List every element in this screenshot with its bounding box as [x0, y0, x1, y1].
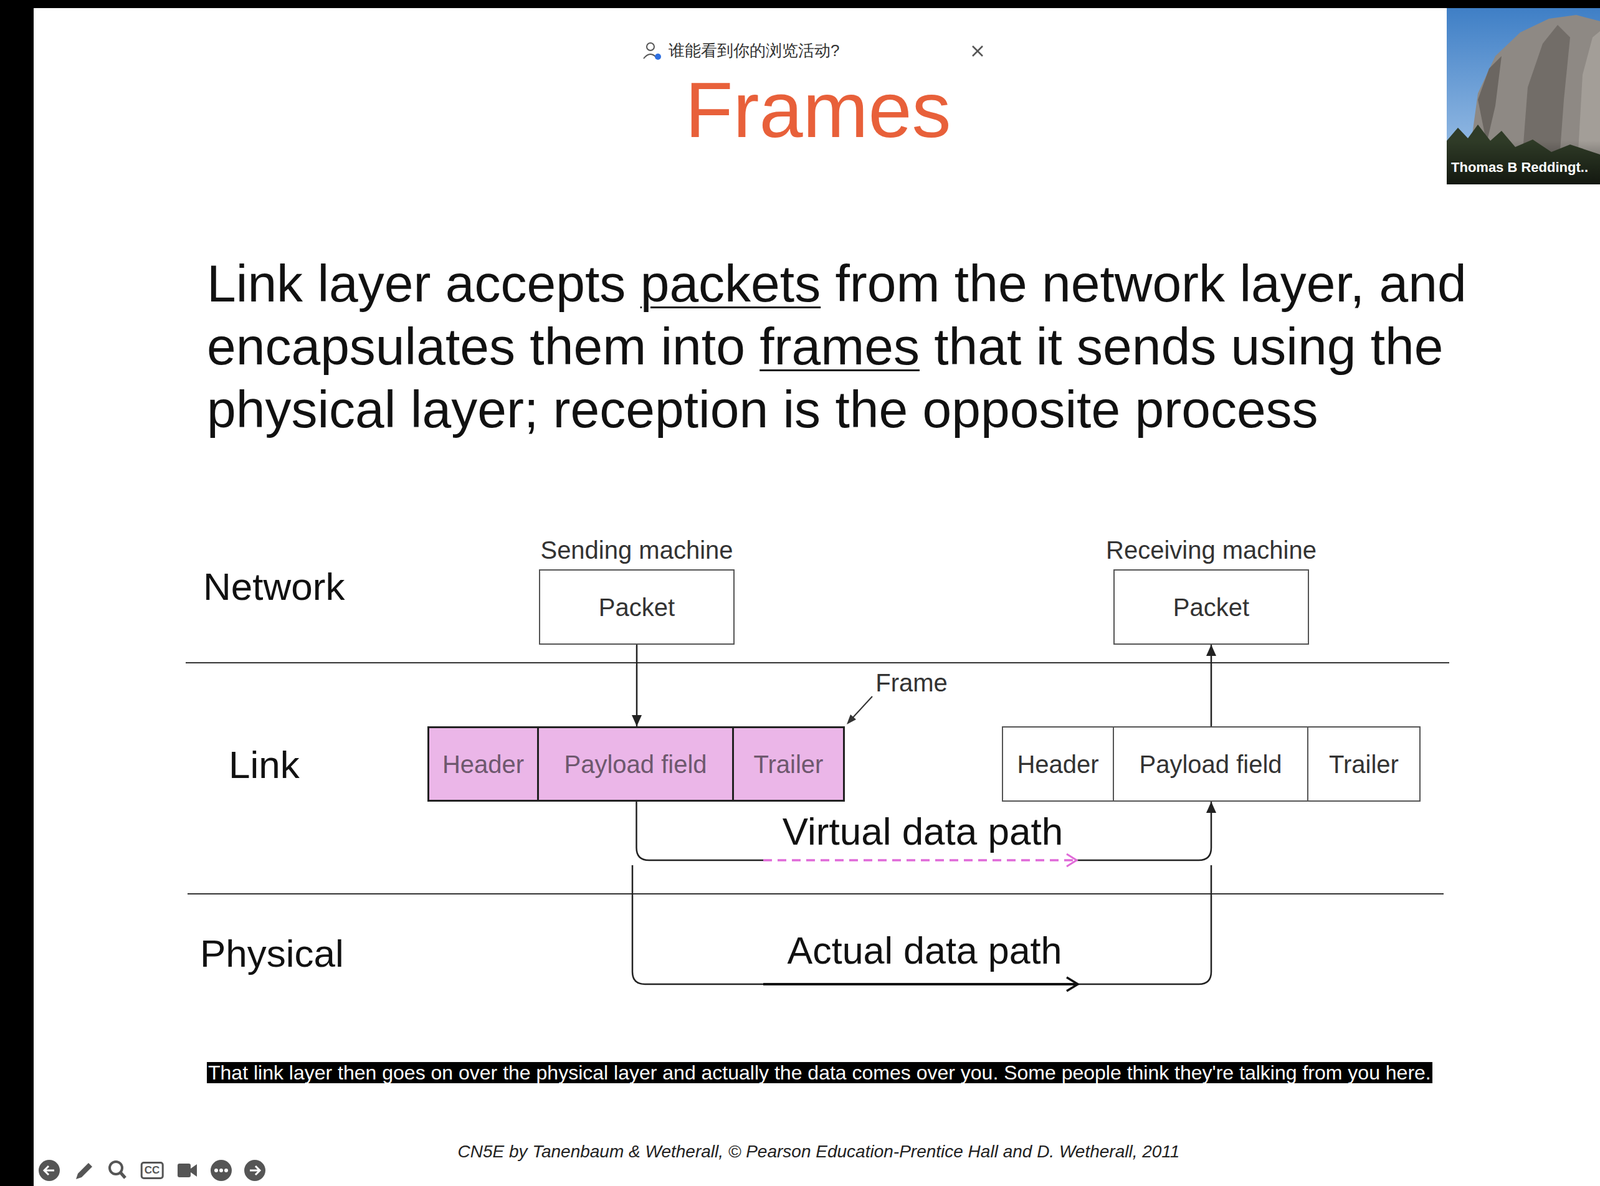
arrowhead: [1206, 801, 1217, 814]
more-icon: [210, 1160, 232, 1182]
callout-label: Frame: [875, 669, 948, 697]
box-text: Header: [1016, 750, 1099, 779]
body-text-part: Link layer accepts: [206, 254, 626, 313]
pen-icon: [76, 1163, 93, 1180]
box-label: Header: [1016, 750, 1099, 779]
frame-field: Header: [1001, 726, 1115, 802]
box-label: Trailer: [753, 750, 824, 779]
presenter-thumbnail: [1446, 8, 1600, 185]
box-text: Trailer: [753, 750, 824, 779]
edge-label-wrap: Virtual data path: [778, 809, 1067, 854]
layer-name: Link: [228, 743, 300, 787]
actual-path-bracket: [632, 865, 1212, 985]
frame-field: Trailer: [733, 726, 845, 802]
machine-heading: Sending machine: [540, 536, 733, 565]
leader-line: [851, 696, 873, 720]
virtual-arrowhead: [1066, 854, 1077, 867]
box-text: Header: [442, 750, 524, 779]
subtitle-text-wrap: That link layer then goes on over the ph…: [206, 1062, 1433, 1084]
body-text-part: packets: [640, 254, 822, 313]
left-black-bar: [0, 0, 34, 1186]
connector-line: [1076, 801, 1212, 861]
box-text: Payload field: [563, 750, 707, 779]
close-icon: [972, 46, 983, 57]
box-label: Payload field: [563, 750, 707, 779]
presenter-name: Thomas B Reddingt..: [1451, 159, 1589, 176]
credit-caption: CN5E by Tanenbaum & Wetherall, © Pearson…: [457, 1142, 1181, 1162]
connector: [631, 644, 642, 727]
layer-name: Physical: [200, 932, 344, 976]
box-text: Payload field: [1138, 750, 1282, 779]
box-label: Payload field: [1138, 750, 1282, 779]
layer-name-wrap: Physical: [200, 931, 344, 976]
layer-name: Network: [203, 565, 345, 609]
actual-path-arrow: [763, 983, 1077, 986]
layer-separator: [185, 662, 1450, 664]
actual-path-arrowhead: [1066, 977, 1078, 992]
notification-text: 谁能看到你的浏览活动?: [668, 41, 840, 60]
body-text: Link layer accepts packets from the netw…: [206, 252, 1516, 442]
box-label: Packet: [598, 593, 675, 622]
slide-title: Frames: [684, 66, 951, 154]
box-text: Packet: [598, 593, 675, 622]
subtitle-text: That link layer then goes on over the ph…: [208, 1061, 1432, 1085]
box-label: Packet: [1173, 593, 1250, 622]
presenter-name-wrap: Thomas B Reddingt..: [1451, 159, 1589, 176]
box-label: Header: [442, 750, 524, 779]
connector: [1206, 644, 1217, 727]
frame-field: Header: [427, 726, 539, 802]
layer-name-wrap: Network: [203, 564, 345, 609]
title-wrap: Frames: [684, 65, 951, 156]
callout-label-wrap: Frame: [875, 668, 948, 698]
box-label: Trailer: [1328, 750, 1399, 779]
arrowhead: [1206, 644, 1217, 657]
path-label-wrap: Actual data path: [787, 928, 1063, 973]
connector: [636, 801, 1217, 867]
connector-line: [636, 644, 639, 727]
frame-field: Payload field: [538, 726, 734, 802]
caption-wrap: CN5E by Tanenbaum & Wetherall, © Pearson…: [457, 1142, 1181, 1162]
connector-line: [1210, 644, 1213, 727]
arrowhead: [631, 715, 642, 727]
frame-field: Payload field: [1114, 726, 1309, 802]
cc-icon: CC: [144, 1164, 161, 1177]
leader-arrowhead: [846, 714, 857, 725]
virtual-dashed-line: [763, 859, 1075, 862]
cc-icon-wrap: CC: [140, 1161, 164, 1180]
machine-heading: Receiving machine: [1105, 536, 1317, 565]
packet-box: Receiving machinePacket: [1113, 569, 1310, 645]
connector-line: [636, 801, 764, 861]
back-icon: [38, 1160, 60, 1182]
box-text: Trailer: [1328, 750, 1399, 779]
edge-label: Virtual data path: [782, 809, 1063, 853]
search-icon: [109, 1161, 126, 1179]
notification-icon: [643, 42, 662, 60]
frame-field: Trailer: [1308, 726, 1421, 802]
path-label: Actual data path: [787, 929, 1063, 972]
box-text: Packet: [1173, 593, 1250, 622]
top-black-bar: [0, 0, 1600, 9]
packet-box: Sending machinePacket: [538, 569, 735, 645]
camera-icon: [177, 1163, 197, 1178]
layer-name-wrap: Link: [228, 742, 300, 787]
layer-separator: [187, 893, 1444, 895]
body-text-part: frames: [759, 317, 920, 376]
forward-icon: [244, 1160, 266, 1182]
notification-text-wrap: 谁能看到你的浏览活动?: [668, 41, 840, 61]
